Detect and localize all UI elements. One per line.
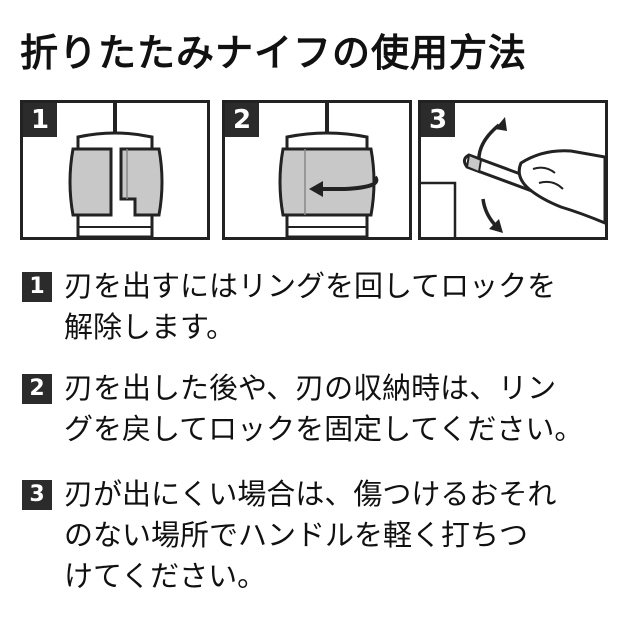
panel-number-3: 3 <box>421 103 455 137</box>
instruction-step-1: 1 刃を出すにはリングを回してロックを 解除します。 <box>22 266 622 348</box>
page-title: 折りたたみナイフの使用方法 <box>20 31 528 75</box>
step-number-badge-1: 1 <box>22 272 52 302</box>
instruction-step-2: 2 刃を出した後や、刃の収納時は、リン グを戻してロックを固定してください。 <box>22 368 622 450</box>
ring-rotate-illustration <box>278 103 379 237</box>
step-text-3: 刃が出にくい場合は、傷つけるおそれ のない場所でハンドルを軽く打ちつ けてくださ… <box>64 477 557 593</box>
step-number-badge-3: 3 <box>22 480 52 510</box>
illustration-panel-2: 2 <box>222 100 412 240</box>
step-number-badge-2: 2 <box>22 374 52 404</box>
ring-locked-illustration <box>68 103 164 237</box>
illustration-panel-3: 3 <box>418 100 608 240</box>
tap-handle-illustration <box>421 117 605 237</box>
illustration-panel-1: 1 <box>20 100 210 240</box>
step-text-1: 刃を出すにはリングを回してロックを 解除します。 <box>64 269 557 344</box>
panel-number-2: 2 <box>225 103 259 137</box>
step-text-2: 刃を出した後や、刃の収納時は、リン グを戻してロックを固定してください。 <box>64 371 584 446</box>
instruction-step-3: 3 刃が出にくい場合は、傷つけるおそれ のない場所でハンドルを軽く打ちつ けてく… <box>22 474 622 597</box>
panel-number-1: 1 <box>23 103 57 137</box>
